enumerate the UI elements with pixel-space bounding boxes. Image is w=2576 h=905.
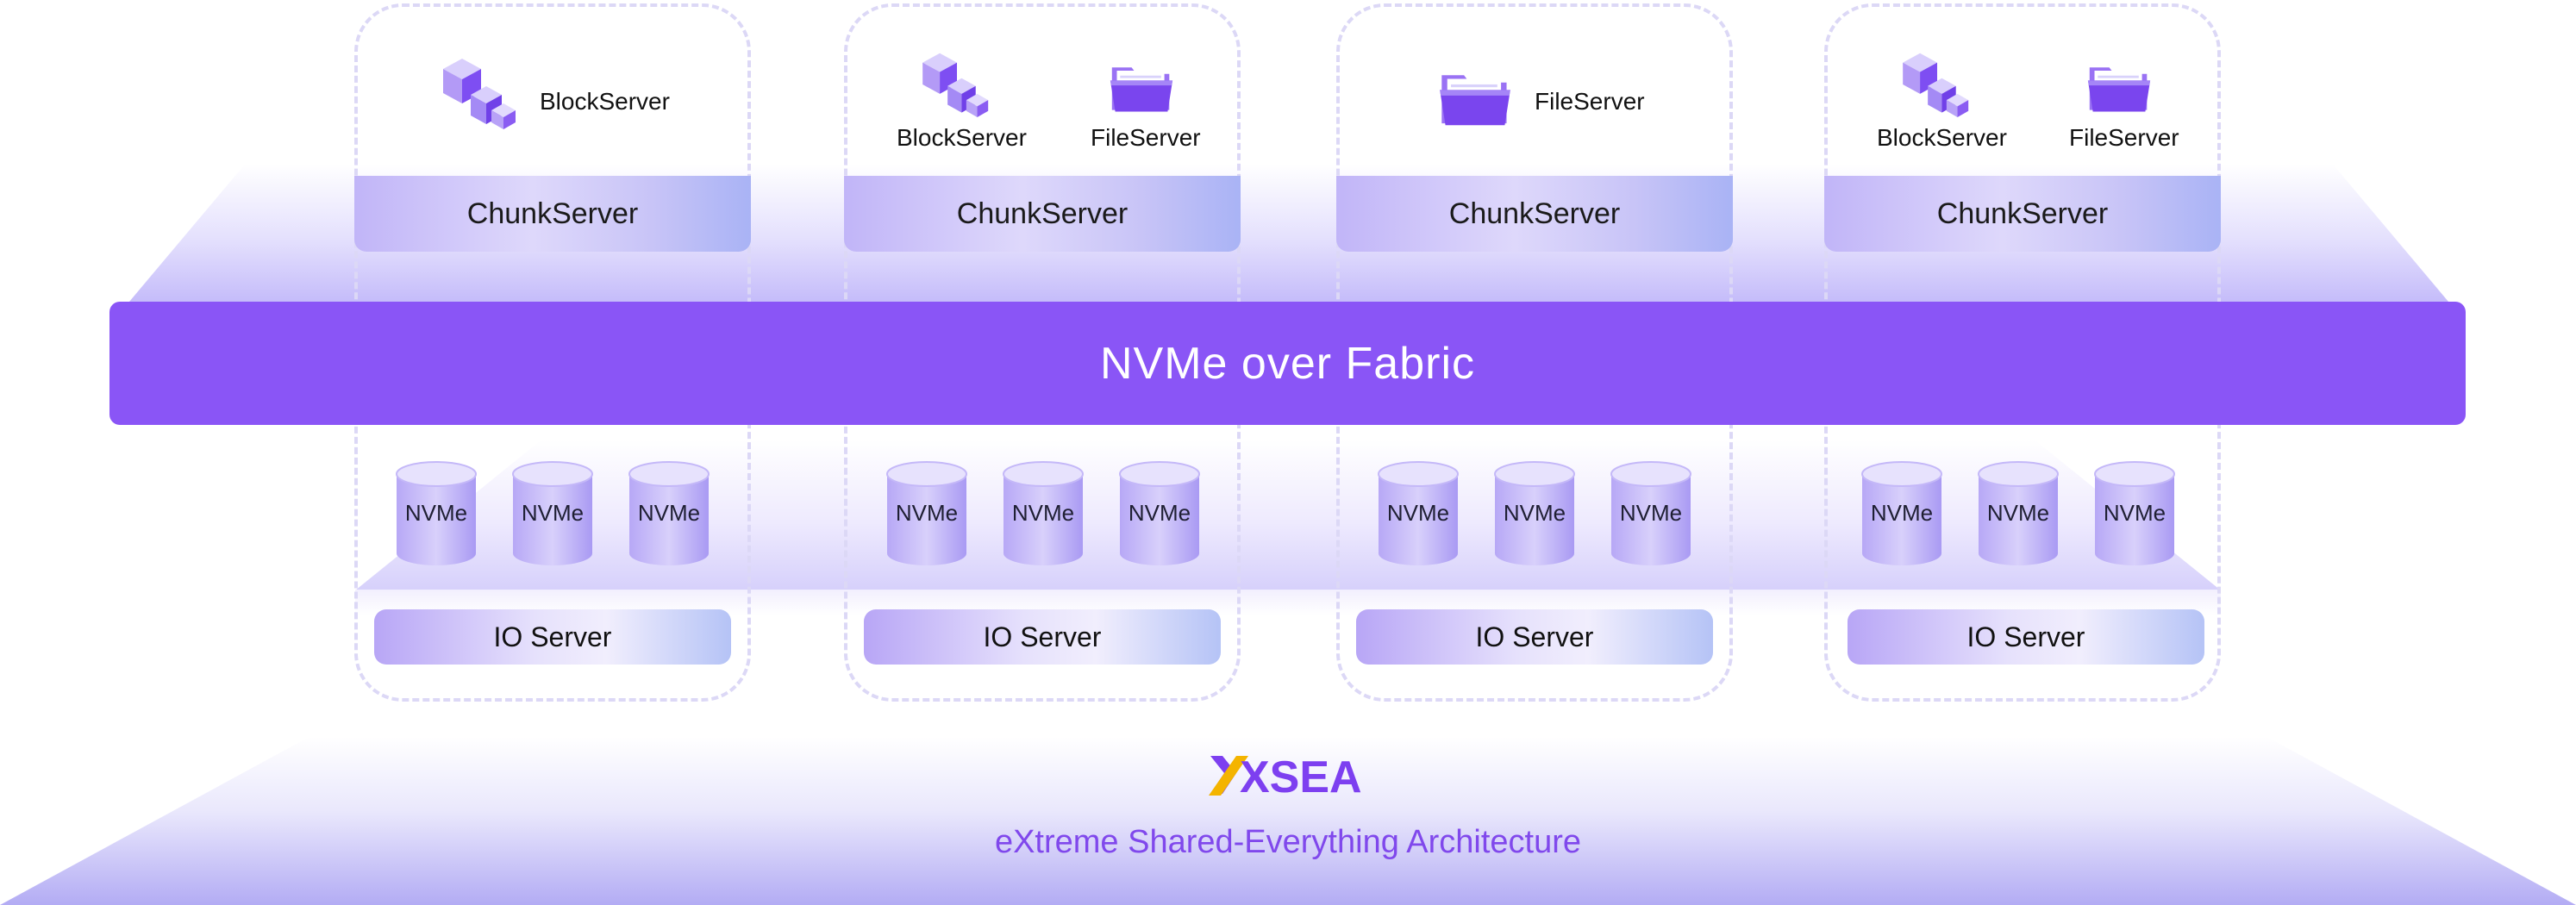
nvme-disk-label: NVMe xyxy=(1986,500,2050,526)
nvme-disk-label: NVMe xyxy=(1619,500,1683,526)
database-cylinder-icon xyxy=(628,461,710,565)
service-label-file: FileServer xyxy=(1091,124,1201,151)
chunk-server-3: ChunkServer xyxy=(1336,176,1733,252)
database-cylinder-icon xyxy=(1378,461,1459,565)
service-label-block: BlockServer xyxy=(540,88,670,115)
service-label-file: FileServer xyxy=(1535,88,1645,115)
database-cylinder-icon xyxy=(1978,461,2059,565)
nvme-disk: NVMe xyxy=(1377,460,1460,569)
database-cylinder-icon xyxy=(512,461,593,565)
nvme-disk-label: NVMe xyxy=(521,500,585,526)
nvme-disk-label: NVMe xyxy=(637,500,701,526)
nvme-disk-label: NVMe xyxy=(1386,500,1450,526)
nvme-disk-label: NVMe xyxy=(1128,500,1191,526)
xsea-logo: XSEA xyxy=(1209,752,1362,797)
io-server-3: IO Server xyxy=(1356,609,1713,665)
nvme-disk-label: NVMe xyxy=(895,500,959,526)
database-cylinder-icon xyxy=(886,461,967,565)
chunk-server-1: ChunkServer xyxy=(354,176,751,252)
database-cylinder-icon xyxy=(1610,461,1691,565)
folder-icon xyxy=(1110,67,1173,112)
nvme-disk: NVMe xyxy=(395,460,478,569)
xsea-logo-text: XSEA xyxy=(1240,752,1362,797)
nvme-disk-label: NVMe xyxy=(1870,500,1934,526)
nvme-disk: NVMe xyxy=(885,460,968,569)
chunk-server-4: ChunkServer xyxy=(1824,176,2221,252)
nvme-disk: NVMe xyxy=(2093,460,2176,569)
service-label-block: BlockServer xyxy=(897,124,1027,151)
database-cylinder-icon xyxy=(1119,461,1200,565)
io-server-2: IO Server xyxy=(864,609,1221,665)
folder-icon xyxy=(2087,67,2151,112)
nvme-disk: NVMe xyxy=(628,460,710,569)
nvme-disk: NVMe xyxy=(1118,460,1201,569)
nvme-disk: NVMe xyxy=(511,460,594,569)
nvme-disk: NVMe xyxy=(1610,460,1692,569)
nvme-disk-label: NVMe xyxy=(1011,500,1075,526)
nvme-disk-label: NVMe xyxy=(1503,500,1566,526)
folder-icon xyxy=(1440,75,1510,126)
chunk-server-2: ChunkServer xyxy=(844,176,1241,252)
nvme-disk: NVMe xyxy=(1977,460,2060,569)
database-cylinder-icon xyxy=(2094,461,2175,565)
database-cylinder-icon xyxy=(1494,461,1575,565)
base-platform-plane xyxy=(0,737,2576,905)
database-cylinder-icon xyxy=(396,461,477,565)
nvme-over-fabric-bar: NVMe over Fabric xyxy=(109,302,2466,425)
nvme-disk: NVMe xyxy=(1493,460,1576,569)
nvme-disk: NVMe xyxy=(1002,460,1085,569)
database-cylinder-icon xyxy=(1003,461,1084,565)
io-server-1: IO Server xyxy=(374,609,731,665)
io-server-4: IO Server xyxy=(1848,609,2204,665)
cube-stack-icon xyxy=(443,59,516,129)
cube-stack-icon xyxy=(922,53,989,117)
architecture-tagline: eXtreme Shared-Everything Architecture xyxy=(994,824,1582,860)
service-label-file: FileServer xyxy=(2069,124,2179,151)
database-cylinder-icon xyxy=(1861,461,1942,565)
cube-stack-icon xyxy=(1903,53,1969,117)
nvme-disk-label: NVMe xyxy=(2103,500,2166,526)
nvme-disk-label: NVMe xyxy=(404,500,468,526)
service-label-block: BlockServer xyxy=(1877,124,2007,151)
nvme-disk: NVMe xyxy=(1860,460,1943,569)
